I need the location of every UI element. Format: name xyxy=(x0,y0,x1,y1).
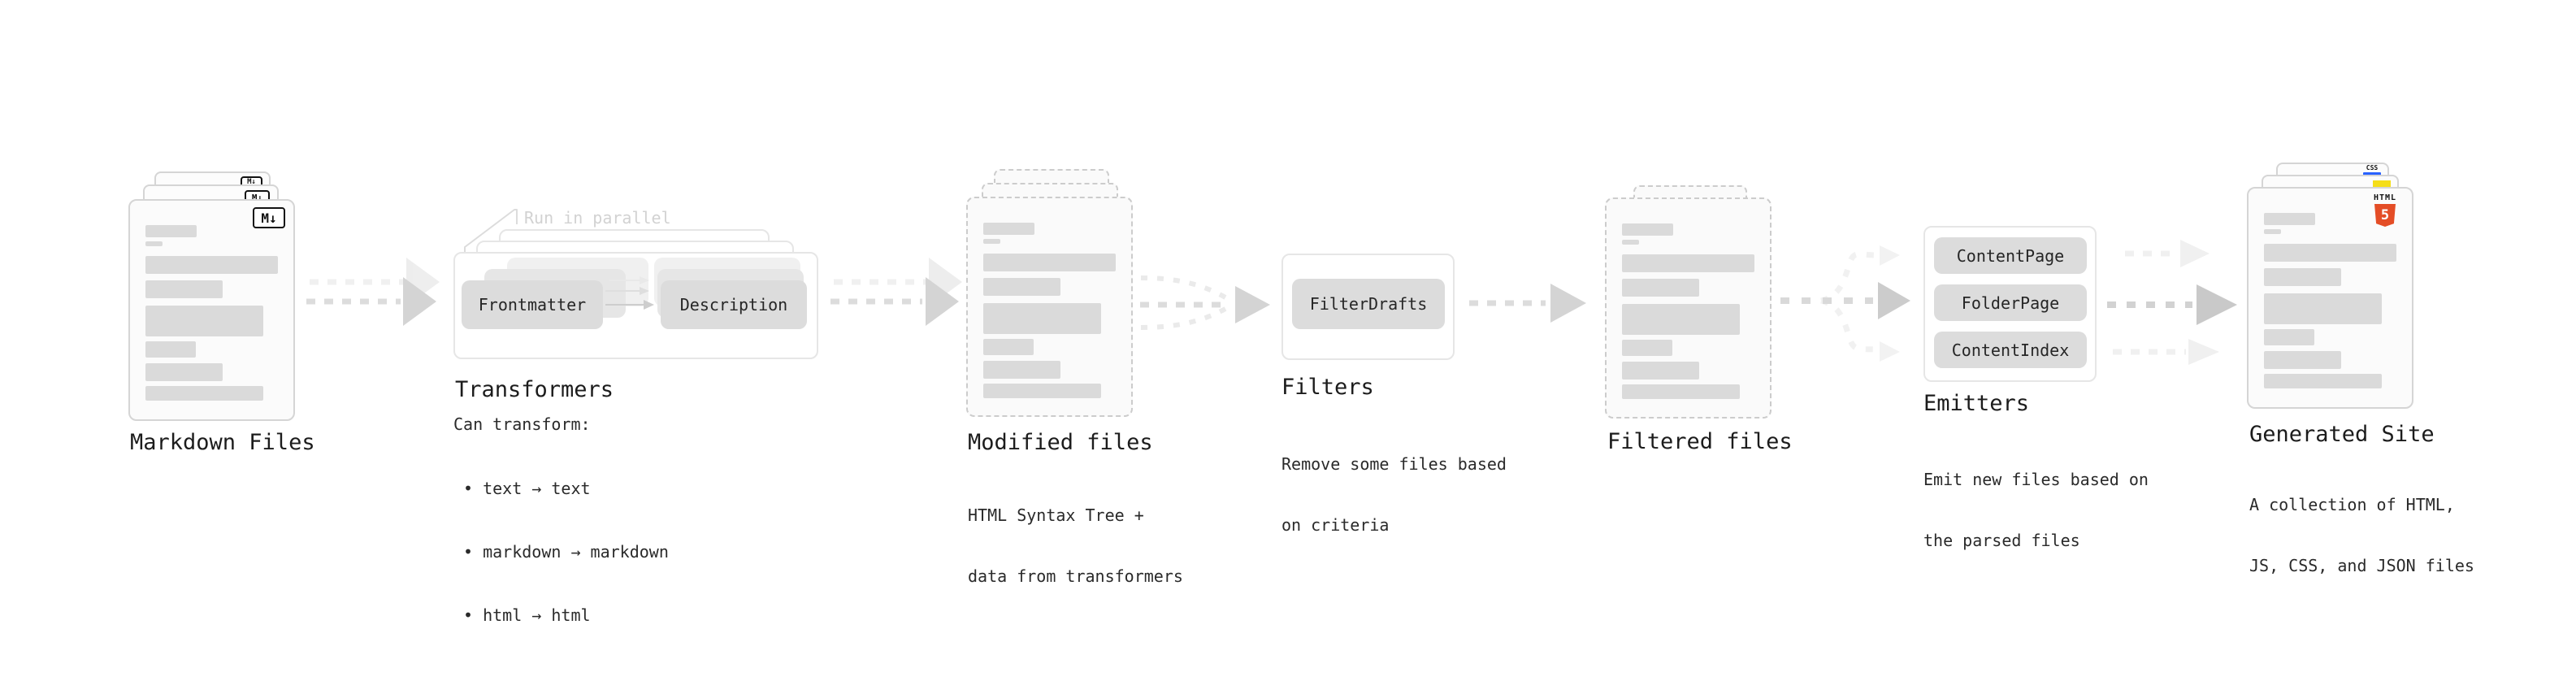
text-line-placeholder xyxy=(145,341,196,358)
text-line-placeholder xyxy=(2264,351,2341,369)
text-line-placeholder xyxy=(983,254,1116,271)
bullet-item: markdown → markdown xyxy=(463,541,669,562)
description-line: data from transformers xyxy=(968,566,1183,586)
transformers-bullet-list: text → text markdown → markdown html → h… xyxy=(453,436,669,668)
emitter-box-folderpage: FolderPage xyxy=(1934,284,2087,321)
text-line-placeholder xyxy=(145,363,223,381)
text-line-placeholder xyxy=(1622,362,1699,380)
filtered-file-card xyxy=(1605,197,1772,419)
text-line-placeholder xyxy=(145,256,278,274)
filter-box-filterdrafts: FilterDrafts xyxy=(1292,279,1445,329)
stage-label-transformers: Transformers xyxy=(455,377,614,402)
text-line-placeholder xyxy=(1622,240,1639,245)
stage-label-filters: Filters xyxy=(1281,375,1374,400)
markdown-icon: M↓ xyxy=(253,207,285,228)
fanout-arrow-icon xyxy=(1780,245,1910,362)
merge-arrow-icon xyxy=(1140,275,1270,330)
emitters-description: Emit new files based on the parsed files xyxy=(1923,429,2149,592)
text-line-placeholder xyxy=(2264,268,2341,286)
text-line-placeholder xyxy=(983,384,1101,398)
stage-label-emitters: Emitters xyxy=(1923,391,2030,416)
text-line-placeholder xyxy=(983,223,1034,235)
emitter-box-contentindex: ContentIndex xyxy=(1934,332,2087,368)
text-line-placeholder xyxy=(145,386,263,401)
text-line-placeholder xyxy=(1622,254,1754,272)
text-line-placeholder xyxy=(2264,329,2314,345)
text-line-placeholder xyxy=(983,239,1000,244)
flow-arrow-icon xyxy=(306,258,440,326)
transformer-box-frontmatter: Frontmatter xyxy=(462,280,603,329)
description-line: A collection of HTML, xyxy=(2249,495,2455,514)
filters-description: Remove some files based on criteria xyxy=(1281,414,1507,576)
flow-arrow-icon xyxy=(1469,284,1586,323)
html-file-card: HTML 5 xyxy=(2247,187,2413,409)
description-line: Remove some files based xyxy=(1281,454,1507,474)
description-line: JS, CSS, and JSON files xyxy=(2249,556,2474,575)
transformers-description-title: Can transform: xyxy=(453,414,591,434)
text-line-placeholder xyxy=(2264,213,2315,225)
markdown-file-card: M↓ xyxy=(128,199,295,421)
text-line-placeholder xyxy=(145,241,163,246)
description-line: on criteria xyxy=(1281,515,1390,535)
modified-files-description: HTML Syntax Tree + data from transformer… xyxy=(968,465,1183,627)
text-line-placeholder xyxy=(145,225,197,237)
text-line-placeholder xyxy=(1622,384,1740,399)
text-line-placeholder xyxy=(2264,293,2382,324)
bullet-item: html → html xyxy=(463,605,669,626)
description-line: HTML Syntax Tree + xyxy=(968,505,1144,525)
stage-label-filtered-files: Filtered files xyxy=(1607,429,1793,454)
run-in-parallel-annotation: Run in parallel xyxy=(524,208,671,228)
stage-label-generated-site: Generated Site xyxy=(2249,422,2435,447)
transformer-box-description: Description xyxy=(661,280,807,329)
text-line-placeholder xyxy=(2264,374,2382,388)
text-line-placeholder xyxy=(145,306,263,336)
emitter-box-contentpage: ContentPage xyxy=(1934,237,2087,274)
description-line: Emit new files based on xyxy=(1923,470,2149,489)
text-line-placeholder xyxy=(1622,304,1740,335)
text-line-placeholder xyxy=(145,280,223,298)
bullet-item: text → text xyxy=(463,478,669,499)
triple-arrow-icon xyxy=(2107,240,2237,365)
description-line: the parsed files xyxy=(1923,531,2080,550)
text-line-placeholder xyxy=(2264,244,2396,262)
text-line-placeholder xyxy=(983,339,1034,355)
html5-icon: HTML 5 xyxy=(2367,194,2403,227)
text-line-placeholder xyxy=(983,361,1060,379)
text-line-placeholder xyxy=(983,303,1101,334)
text-line-placeholder xyxy=(1622,340,1672,356)
text-line-placeholder xyxy=(1622,279,1699,297)
annotation-leader-line xyxy=(464,209,518,257)
text-line-placeholder xyxy=(1622,223,1673,236)
modified-file-card xyxy=(966,197,1133,417)
flow-arrow-icon xyxy=(830,258,962,326)
css-icon: CSS xyxy=(2363,165,2381,176)
stage-label-markdown-files: Markdown Files xyxy=(130,430,315,455)
stage-label-modified-files: Modified files xyxy=(968,430,1153,455)
generated-site-description: A collection of HTML, JS, CSS, and JSON … xyxy=(2249,454,2474,617)
text-line-placeholder xyxy=(983,278,1060,296)
parallel-arrows-icon xyxy=(605,276,654,310)
text-line-placeholder xyxy=(2264,229,2281,234)
javascript-icon xyxy=(2373,180,2391,189)
